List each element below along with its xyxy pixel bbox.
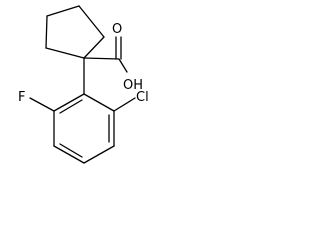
phenyl-inner-double-bond [59,143,83,158]
phenyl-inner-double-bond [59,99,83,114]
phenyl-bond [53,93,85,112]
ring-bond [45,47,85,59]
ring-bond [45,15,48,49]
carbonyl-oxygen-label: O [112,22,122,37]
ring-bond [78,5,105,38]
fluoro-substituent: F [18,90,55,112]
phenyl-bond [83,145,115,164]
phenyl-ring [53,93,115,164]
phenyl-bond [83,93,115,112]
ring-bond [83,36,105,59]
chloro-substituent: Cl [113,90,149,112]
cyclopentane-ring [45,5,105,59]
fluorine-bond [29,97,55,112]
phenyl-bond [53,145,85,164]
hydroxyl-bond [118,58,128,73]
chemical-structure-diagram: O OH Cl F [18,5,149,164]
hydroxyl-label: OH [123,78,143,93]
ring-bond [46,5,80,17]
chlorine-bond [113,97,136,112]
fluorine-label: F [18,90,25,105]
chlorine-label: Cl [136,90,149,105]
carboxylic-acid-group: O OH [83,22,143,93]
carboxyl-carbon-bond [83,57,120,60]
